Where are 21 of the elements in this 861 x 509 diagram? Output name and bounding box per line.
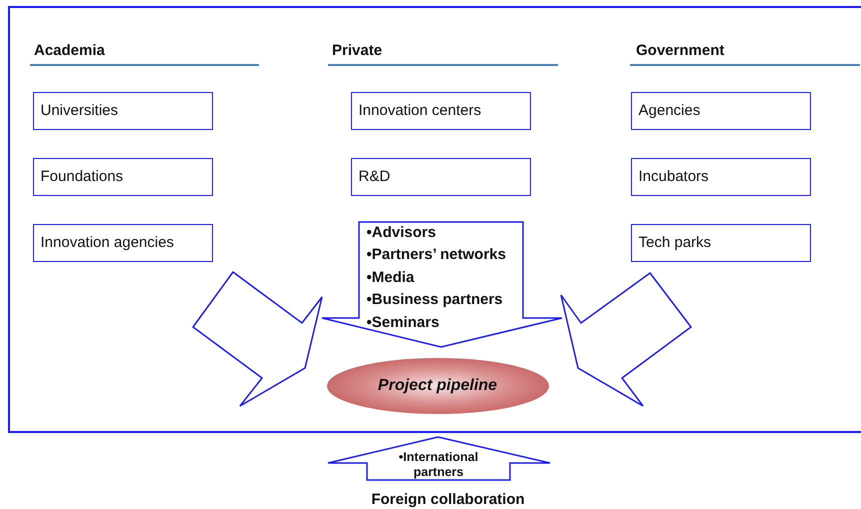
text-box: Incubators [630, 158, 810, 196]
ellipse-shape: Project pipeline [326, 358, 548, 414]
text-box: Innovation centers [350, 92, 530, 130]
column-heading: Private [332, 42, 382, 59]
caption: Foreign collaboration [370, 491, 526, 508]
bullet-item: •Seminars [366, 314, 440, 330]
block-arrow [192, 270, 323, 407]
bullet-item: •Business partners [366, 291, 503, 308]
bullet-item: •International partners [398, 450, 480, 480]
bullet-item: •Media [366, 268, 414, 286]
column-heading: Government [636, 42, 724, 59]
text-box: R&D [350, 158, 530, 196]
bullet-item: •Partners’ networks [366, 246, 506, 263]
bullet-item: •Advisors [366, 224, 436, 240]
block-arrow [560, 272, 692, 407]
text-box: Innovation agencies [32, 224, 212, 262]
text-box: Tech parks [630, 224, 810, 262]
text-box: Foundations [32, 158, 212, 196]
text-box: Agencies [630, 92, 810, 130]
column-heading: Academia [34, 42, 105, 59]
text-box: Universities [32, 92, 212, 130]
